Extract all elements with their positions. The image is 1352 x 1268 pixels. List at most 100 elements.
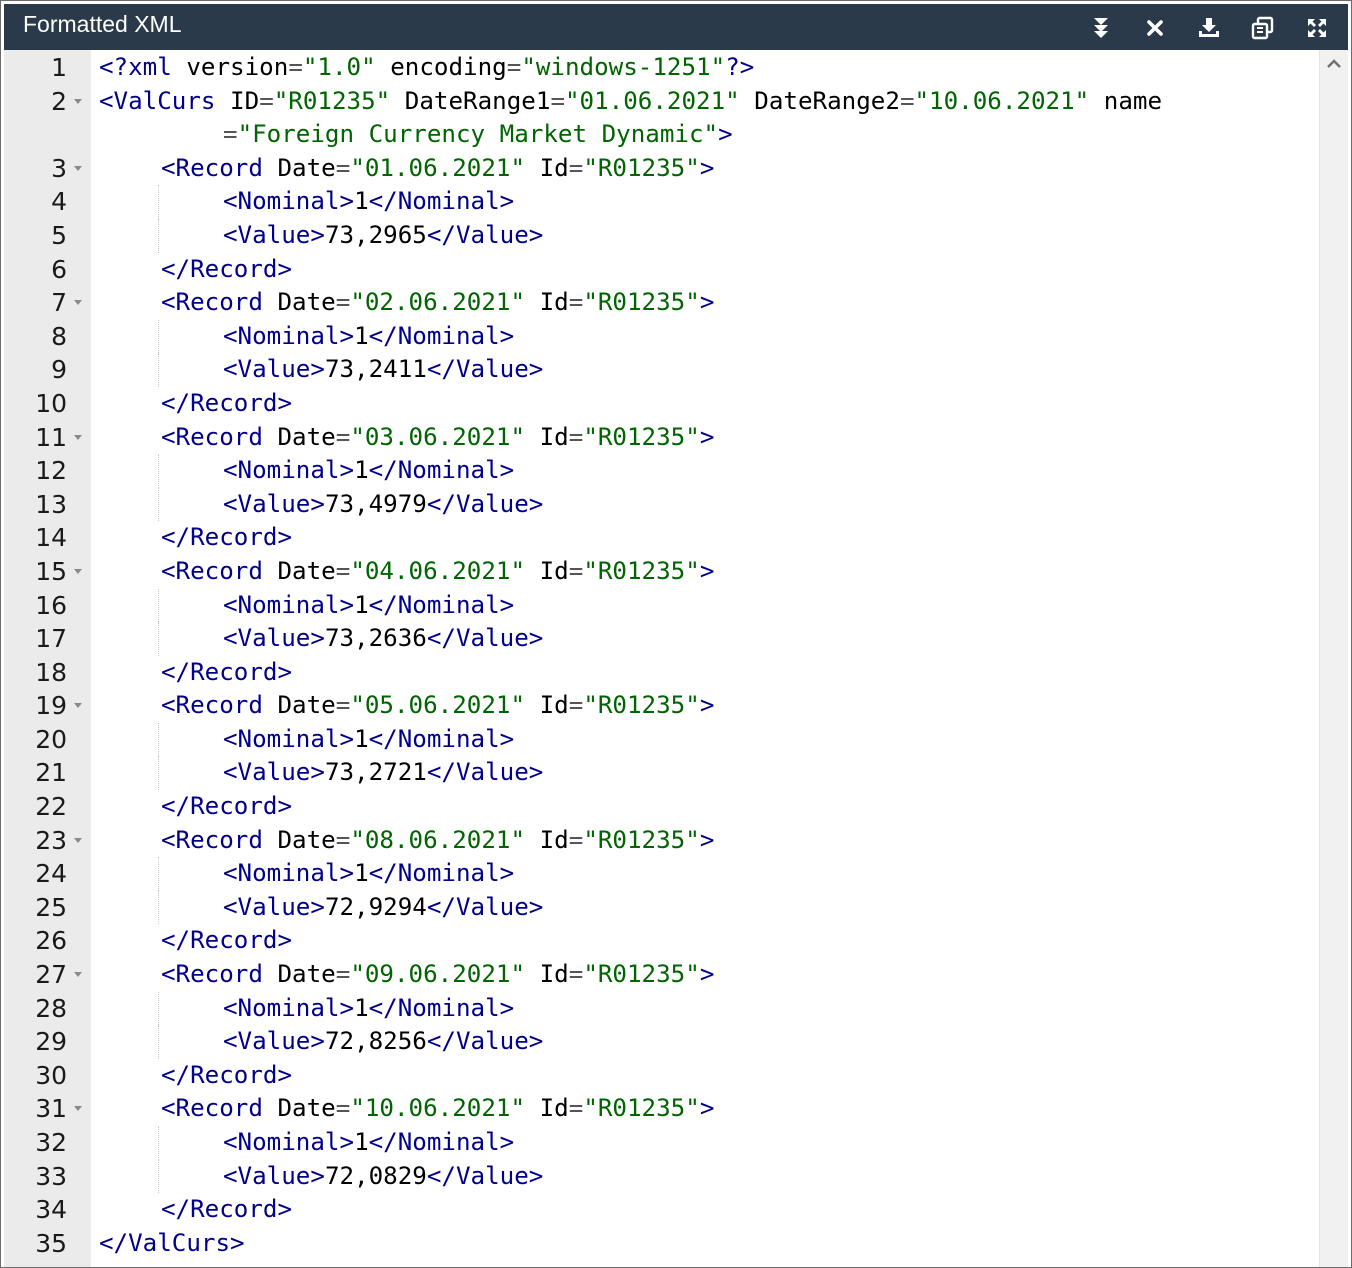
xml-editor[interactable]: 1<?xml version="1.0" encoding="windows-1… <box>4 50 1348 1267</box>
code-line[interactable]: 9<Value>73,2411</Value> <box>4 353 1320 387</box>
code-area[interactable] <box>91 50 1320 1267</box>
collapse-all-button[interactable] <box>1074 10 1128 46</box>
xml-token-str: "R01235" <box>583 556 700 585</box>
fullscreen-button[interactable] <box>1290 10 1344 46</box>
xml-token-eq: = <box>568 153 584 182</box>
fold-toggle-icon[interactable] <box>74 165 82 171</box>
code-line[interactable]: 7<Record Date="02.06.2021" Id="R01235"> <box>4 286 1320 320</box>
xml-token-eq: = <box>506 53 522 81</box>
code-line[interactable]: 11<Record Date="03.06.2021" Id="R01235"> <box>4 421 1320 455</box>
line-text: <Value>73,2411</Value> <box>223 353 543 387</box>
code-lines[interactable]: 1<?xml version="1.0" encoding="windows-1… <box>4 51 1320 1260</box>
xml-token-tag: </Nominal> <box>368 590 515 619</box>
fold-toggle-icon[interactable] <box>74 434 82 440</box>
line-text: <Nominal>1</Nominal> <box>223 992 514 1026</box>
xml-token-txt: Date <box>262 691 336 720</box>
xml-token-tag: > <box>699 691 715 720</box>
code-line[interactable]: 3<Record Date="01.06.2021" Id="R01235"> <box>4 152 1320 186</box>
code-line[interactable]: 35</ValCurs> <box>4 1227 1320 1261</box>
xml-token-str: "R01235" <box>583 288 700 317</box>
fold-toggle-icon[interactable] <box>74 703 82 709</box>
xml-token-tag: xml <box>128 53 172 81</box>
xml-token-eq: = <box>288 53 303 81</box>
code-line[interactable]: 34</Record> <box>4 1193 1320 1227</box>
xml-token-tag: </Value> <box>426 624 544 653</box>
code-line[interactable]: 18</Record> <box>4 656 1320 690</box>
fold-toggle-icon[interactable] <box>74 568 82 574</box>
code-line[interactable]: 22</Record> <box>4 790 1320 824</box>
download-button[interactable] <box>1182 10 1236 46</box>
code-line[interactable]: ="Foreign Currency Market Dynamic"> <box>4 118 1320 152</box>
xml-token-tag: </Record> <box>161 523 293 552</box>
xml-token-tag: </Record> <box>161 657 293 686</box>
code-line[interactable]: 1<?xml version="1.0" encoding="windows-1… <box>4 51 1320 85</box>
xml-token-tag: <Nominal> <box>223 993 355 1022</box>
fold-toggle-icon[interactable] <box>74 98 82 104</box>
xml-token-txt: Id <box>525 288 569 317</box>
line-text: <Record Date="04.06.2021" Id="R01235"> <box>161 555 714 589</box>
code-line[interactable]: 28<Nominal>1</Nominal> <box>4 991 1320 1026</box>
xml-token-str: "R01235" <box>583 1094 700 1123</box>
code-line[interactable]: 30</Record> <box>4 1059 1320 1093</box>
fold-toggle-icon[interactable] <box>74 837 82 843</box>
xml-token-txt: 72,8256 <box>324 1027 427 1056</box>
code-line[interactable]: 20<Nominal>1</Nominal> <box>4 722 1320 757</box>
vertical-scrollbar[interactable] <box>1319 50 1348 1267</box>
code-line[interactable]: 12<Nominal>1</Nominal> <box>4 454 1320 488</box>
fold-toggle-icon[interactable] <box>74 1106 82 1112</box>
line-text: <Value>72,0829</Value> <box>223 1160 543 1194</box>
xml-token-pi: ?> <box>725 53 755 81</box>
code-line[interactable]: 4<Nominal>1</Nominal> <box>4 185 1320 219</box>
xml-token-txt: Date <box>262 153 336 182</box>
indent-guide <box>158 319 159 354</box>
xml-token-str: "1.0" <box>302 53 376 81</box>
clear-button[interactable] <box>1128 10 1182 46</box>
code-line[interactable]: 19<Record Date="05.06.2021" Id="R01235"> <box>4 689 1320 723</box>
code-line[interactable]: 8<Nominal>1</Nominal> <box>4 319 1320 354</box>
line-text: </Record> <box>161 253 292 287</box>
code-line[interactable]: 33<Value>72,0829</Value> <box>4 1159 1320 1194</box>
line-number: 1 <box>51 53 67 82</box>
code-line[interactable]: 5<Value>73,2965</Value> <box>4 218 1320 253</box>
indent-guide <box>158 218 159 253</box>
scroll-up-button[interactable] <box>1320 50 1348 78</box>
copy-button[interactable] <box>1236 10 1290 46</box>
code-line[interactable]: 15<Record Date="04.06.2021" Id="R01235"> <box>4 555 1320 589</box>
xml-token-tag: <Record <box>161 1094 263 1123</box>
xml-token-tag: </Value> <box>426 220 544 249</box>
xml-token-tag: <Nominal> <box>223 456 355 485</box>
xml-token-tag: > <box>699 825 715 854</box>
indent-guide <box>158 454 159 488</box>
line-number: 12 <box>35 456 67 486</box>
code-line[interactable]: 31<Record Date="10.06.2021" Id="R01235"> <box>4 1092 1320 1126</box>
code-line[interactable]: 21<Value>73,2721</Value> <box>4 756 1320 791</box>
code-line[interactable]: 16<Nominal>1</Nominal> <box>4 588 1320 623</box>
code-line[interactable]: 29<Value>72,8256</Value> <box>4 1025 1320 1059</box>
xml-token-tag: </Nominal> <box>368 859 515 888</box>
line-number: 27 <box>35 960 67 990</box>
code-line[interactable]: 2<ValCurs ID="R01235" DateRange1="01.06.… <box>4 85 1320 119</box>
code-line[interactable]: 26</Record> <box>4 924 1320 958</box>
code-line[interactable]: 24<Nominal>1</Nominal> <box>4 857 1320 891</box>
fold-toggle-icon[interactable] <box>74 300 82 306</box>
xml-token-txt: 1 <box>354 187 369 216</box>
line-number: 6 <box>51 254 67 284</box>
code-line[interactable]: 25<Value>72,9294</Value> <box>4 890 1320 925</box>
code-line[interactable]: 10</Record> <box>4 387 1320 421</box>
code-line[interactable]: 32<Nominal>1</Nominal> <box>4 1126 1320 1160</box>
indent-guide <box>158 1126 159 1160</box>
xml-token-str: "01.06.2021" <box>565 86 740 115</box>
line-number: 8 <box>51 321 67 351</box>
code-line[interactable]: 13<Value>73,4979</Value> <box>4 487 1320 522</box>
code-line[interactable]: 14</Record> <box>4 521 1320 555</box>
line-text: <Value>73,2636</Value> <box>223 622 543 656</box>
xml-token-tag: </Nominal> <box>368 724 515 753</box>
code-line[interactable]: 27<Record Date="09.06.2021" Id="R01235"> <box>4 958 1320 992</box>
code-line[interactable]: 6 </Record> <box>4 253 1320 287</box>
code-line[interactable]: 17<Value>73,2636</Value> <box>4 622 1320 656</box>
fold-toggle-icon[interactable] <box>74 972 82 978</box>
xml-token-txt: DateRange1 <box>390 86 551 115</box>
xml-token-tag: </Value> <box>426 489 544 518</box>
code-line[interactable]: 23<Record Date="08.06.2021" Id="R01235"> <box>4 824 1320 858</box>
xml-token-str: "R01235" <box>273 86 391 115</box>
